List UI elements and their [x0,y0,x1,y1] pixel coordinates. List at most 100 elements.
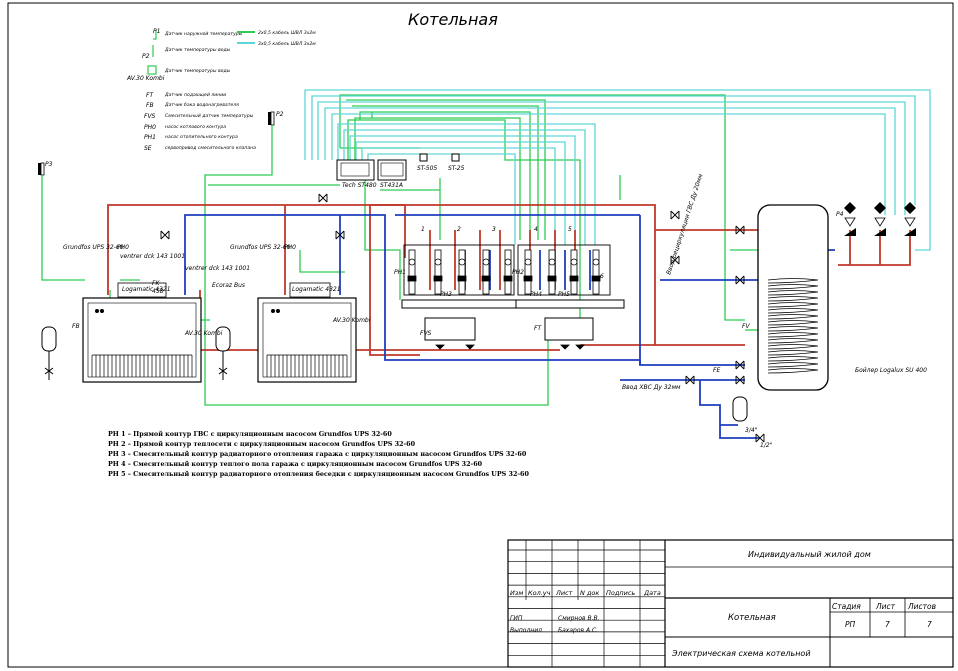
svg-text:ГИП: ГИП [510,615,523,622]
svg-text:ventrer dck 143 1001: ventrer dck 143 1001 [120,253,185,260]
svg-text:AV.30 Kombi: AV.30 Kombi [332,317,371,324]
svg-text:Кол.уч: Кол.уч [528,589,551,597]
svg-text:Р4: Р4 [836,211,844,218]
boiler-1 [82,282,202,383]
drawing-title: Котельная [408,10,498,29]
svg-text:5: 5 [568,226,572,233]
svg-text:FE: FE [713,367,720,374]
svg-text:1: 1 [421,226,425,233]
svg-text:FT: FT [146,92,154,99]
svg-text:Р3: Р3 [45,161,53,168]
svg-text:3: 3 [492,226,496,233]
cyan-cables [304,89,931,251]
svg-text:4: 4 [534,226,538,233]
expansion-tank-2 [215,326,231,380]
svg-text:3/4": 3/4" [745,427,758,434]
svg-text:Ввод рециркуляции ГВС Ду 20мм: Ввод рециркуляции ГВС Ду 20мм [665,173,704,276]
svg-text:FB: FB [146,102,154,109]
note-2: РН 2 – Прямой контур теплосети с циркуля… [108,440,416,448]
svg-text:FVS: FVS [420,330,432,337]
title-block-text: Индивидуальный жилой дом Изм Кол.уч Лист… [510,550,936,658]
green-cables [41,94,760,406]
svg-text:PH1: PH1 [394,269,406,276]
svg-text:Изм: Изм [510,589,523,597]
cable-legend: 2х0,5 кабель ШВЛ 3х2м 3х0,5 кабель ШВЛ 3… [237,30,316,47]
svg-text:PH2: PH2 [512,269,524,276]
svg-text:Лист: Лист [875,602,896,611]
svg-text:Датчик температуры воды: Датчик температуры воды [164,47,231,53]
note-4: РН 4 – Смесительный контур теплого пола … [108,460,483,468]
svg-text:Датчик бака водонагревателя: Датчик бака водонагревателя [164,102,239,108]
svg-text:насос отопительного контура: насос отопительного контура [165,135,238,140]
legend: Р1 Датчик наружной температуры Р2 Датчик… [126,28,316,152]
svg-text:ST-505: ST-505 [417,165,437,172]
svg-text:сервопривод смесительного клап: сервопривод смесительного клапана [165,146,256,151]
svg-text:2х0,5 кабель ШВЛ 3х2м: 2х0,5 кабель ШВЛ 3х2м [258,30,316,36]
svg-text:ST431A: ST431A [380,182,403,189]
legend-symbols: FT Датчик подающей линии FB Датчик бака … [144,92,256,152]
svg-text:Датчик наружной температуры: Датчик наружной температуры [164,31,243,37]
svg-text:7: 7 [927,620,932,629]
svg-text:PH0: PH0 [284,244,296,251]
notes: РН 1 – Прямой контур ГВС с циркуляционны… [108,430,529,478]
svg-text:458: 458 [152,288,164,295]
svg-text:Logamatic 4321: Logamatic 4321 [122,286,171,293]
pump-columns [407,249,601,350]
svg-text:Logamatic 4321: Logamatic 4321 [292,286,341,293]
svg-text:Бахаров А.С.: Бахаров А.С. [558,627,598,634]
svg-text:FVS: FVS [144,113,156,120]
sheet-name: Электрическая схема котельной [671,649,811,658]
svg-text:N док: N док [580,589,599,597]
supply-pipes [107,204,911,356]
svg-text:PH4: PH4 [530,291,542,298]
svg-text:Подпись: Подпись [606,589,635,597]
svg-text:Grundfos UPS 32-60: Grundfos UPS 32-60 [63,244,124,251]
svg-text:3х0,5 кабель ШВЛ 3х2м: 3х0,5 кабель ШВЛ 3х2м [258,41,316,47]
return-pipes [184,214,835,439]
svg-text:PH0: PH0 [144,124,156,131]
project-name: Индивидуальный жилой дом [748,550,871,559]
expansion-tank-3 [732,396,748,422]
svg-text:PH3: PH3 [440,291,452,298]
svg-text:PH0: PH0 [117,244,129,251]
object-name: Котельная [728,613,776,623]
controller-tech [336,153,460,181]
svg-text:Р2: Р2 [142,53,150,60]
manifold-2 [515,244,625,341]
svg-text:Датчик температуры воды: Датчик температуры воды [164,68,231,74]
svg-text:7: 7 [885,620,890,629]
note-3: РН 3 – Смесительный контур радиаторного … [108,450,527,458]
expansion-tank-1 [41,326,57,380]
svg-text:насос котлового контура: насос котлового контура [165,125,226,130]
sensor-p3: Р3 [38,161,53,176]
legend-line-1: Р1 Датчик наружной температуры [153,28,243,40]
water-heater [757,204,829,391]
svg-text:Tech ST480: Tech ST480 [342,182,377,189]
svg-text:Датчик подающей линии: Датчик подающей линии [164,92,226,98]
svg-text:PH1: PH1 [144,134,156,141]
note-5: РН 5 – Смесительный контур радиаторного … [108,470,529,478]
drawing-frame [7,2,954,668]
svg-text:AV.30 Kombi: AV.30 Kombi [126,75,165,82]
sensor-p2: Р2 [268,111,284,126]
svg-text:SE: SE [144,145,152,152]
svg-text:2: 2 [457,226,461,233]
title-block [507,539,954,668]
svg-text:1/2": 1/2" [760,442,773,449]
svg-text:Ввод ХВС Ду 32мм: Ввод ХВС Ду 32мм [622,384,681,391]
svg-text:Дата: Дата [643,589,661,597]
svg-text:Смирнов В.В.: Смирнов В.В. [558,615,600,622]
svg-text:Р1: Р1 [153,28,160,35]
valves [160,193,765,443]
svg-text:FB: FB [72,323,80,330]
svg-text:ventrer dck 143 1001: ventrer dck 143 1001 [185,265,250,272]
svg-text:Р2: Р2 [276,111,284,118]
svg-text:Листов: Листов [907,602,936,611]
svg-text:Ecoraz Bus: Ecoraz Bus [212,282,245,289]
svg-text:Смесительный датчик температур: Смесительный датчик температуры [165,113,254,119]
svg-text:Бойлер Logalux SU 400: Бойлер Logalux SU 400 [855,367,927,374]
svg-text:Grundfos UPS 32-60: Grundfos UPS 32-60 [230,244,291,251]
svg-text:PH5: PH5 [558,291,570,298]
svg-text:6: 6 [600,273,604,280]
